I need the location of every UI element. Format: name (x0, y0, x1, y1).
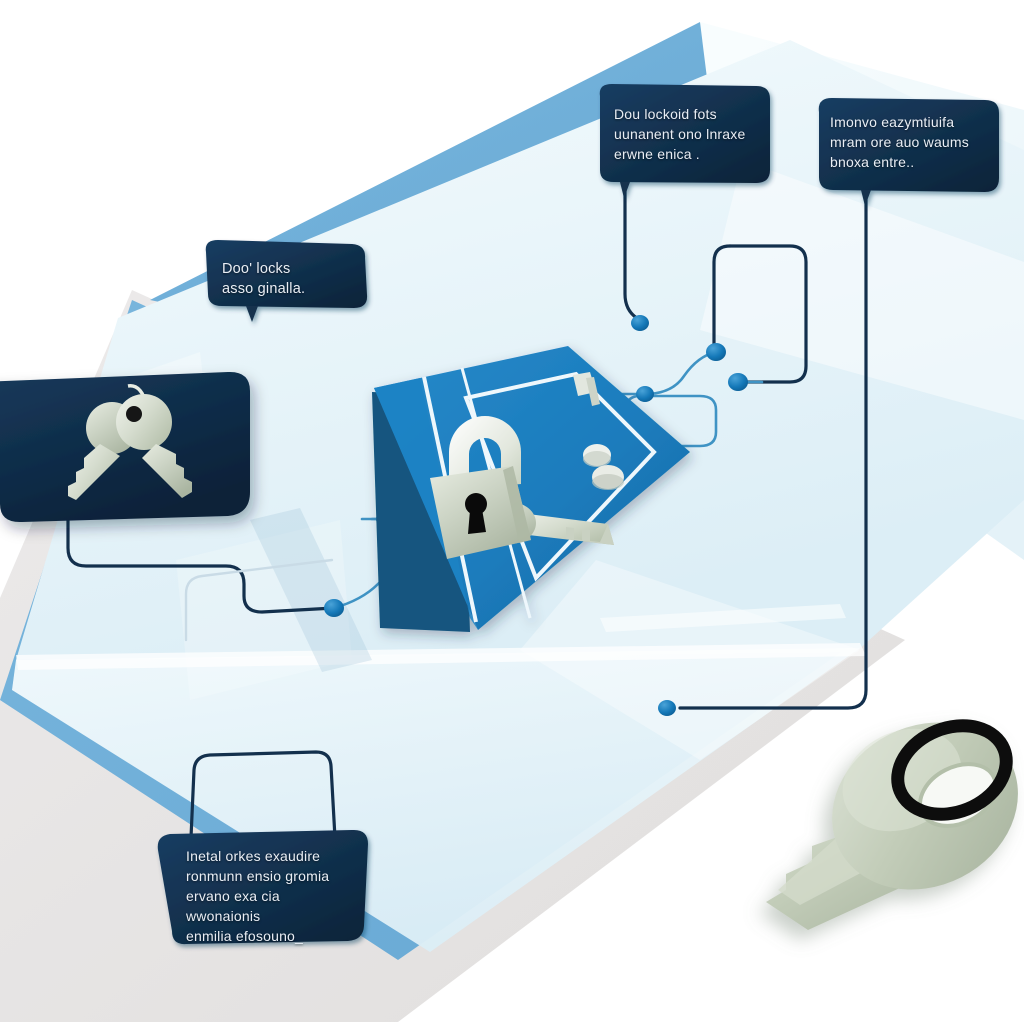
callout-door-lock-bolts[interactable] (599, 84, 770, 198)
door-handle[interactable] (573, 372, 600, 406)
door-handle-lever (586, 377, 600, 406)
connector-node-9 (658, 700, 676, 716)
connector-wiggle-right (610, 350, 718, 396)
callout-door-lock-bolts-tail (620, 182, 630, 198)
callout-group (157, 84, 999, 945)
keys-icon-hole-right (126, 406, 142, 422)
door-jamb-strip (374, 378, 478, 630)
padlock-body-shade (503, 466, 531, 543)
door-key-teeth (566, 524, 614, 545)
keys-icon-blade-right (142, 444, 192, 498)
connector-stem-top-right (678, 190, 868, 710)
connector-node-2 (706, 343, 726, 361)
connector-node-8 (324, 599, 344, 617)
callout-install-locks-body (157, 829, 368, 945)
padlock-keyhole-icon (465, 493, 487, 534)
connector-node-1 (631, 315, 649, 331)
callout-install-locks[interactable] (157, 829, 368, 945)
two-keys-icon (68, 384, 192, 500)
keys-icon-bow-right (116, 394, 172, 450)
callout-improve-security[interactable] (818, 98, 999, 206)
connector-node-4 (636, 386, 654, 402)
callout-improve-security-tail (861, 190, 871, 206)
connector-node-3 (728, 373, 748, 391)
door-panel-group[interactable] (372, 346, 690, 632)
plane-edge-highlight-a (16, 643, 866, 670)
keys-icon-blade-left (68, 444, 120, 500)
callout-door-locks[interactable] (205, 240, 368, 322)
hero-keyring (891, 719, 1013, 821)
callout-door-locks-body (205, 240, 368, 308)
door-button-top-shadow (583, 451, 611, 467)
plane-pale-main (16, 40, 1024, 660)
callout-door-lock-bolts-body (599, 84, 770, 183)
callout-door-locks-tail (246, 306, 258, 322)
connector-guide-faint (184, 558, 334, 642)
callout-improve-security-body (818, 98, 999, 192)
hero-key-group[interactable] (766, 691, 1024, 930)
plane-stripe-diagonal (250, 508, 372, 672)
connector-bracket-right-left-edge (712, 244, 732, 346)
door-button-bottom-shadow (592, 474, 624, 490)
plane-edge-highlight-b (600, 604, 846, 632)
plane-white-wedge (700, 160, 1024, 420)
connector-bracket-bottom-left (188, 750, 338, 862)
plane-white-wedge-2 (520, 560, 860, 760)
plane-pale-front (12, 648, 860, 952)
keys-card[interactable] (0, 371, 250, 523)
connector-bracket-right (728, 244, 808, 384)
padlock-group[interactable] (430, 416, 614, 559)
